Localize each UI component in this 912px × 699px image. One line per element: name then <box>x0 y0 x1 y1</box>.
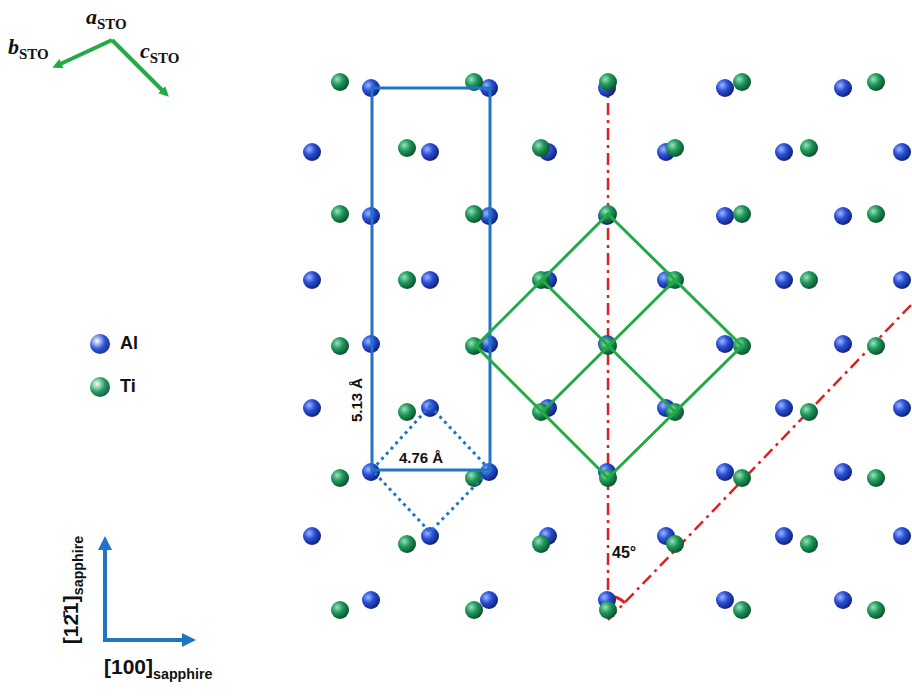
sapphire-primitive-cell <box>372 406 490 532</box>
label-subscript: STO <box>19 46 49 62</box>
al-atom <box>716 463 734 481</box>
legend-text: Ti <box>120 376 136 397</box>
axis-label: cSTO <box>140 40 179 62</box>
legend-swatch <box>90 334 110 354</box>
ti-atom <box>599 73 617 91</box>
ti-atom <box>398 139 416 157</box>
ti-atom <box>331 205 349 223</box>
ti-atom <box>532 535 550 553</box>
ti-atom <box>867 469 885 487</box>
dimension-label: 5.13 Å <box>348 376 365 424</box>
legend-swatch <box>90 377 110 397</box>
ti-atom <box>666 139 684 157</box>
ti-atom <box>867 337 885 355</box>
atom-lattice <box>303 73 911 619</box>
ti-atom <box>666 535 684 553</box>
al-atom <box>775 527 793 545</box>
ti-atom <box>331 601 349 619</box>
ti-atom <box>800 271 818 289</box>
legend-text: Al <box>120 333 138 354</box>
ti-atom <box>331 469 349 487</box>
ti-atom <box>733 469 751 487</box>
reference-lines <box>608 78 912 620</box>
sto-cells <box>476 214 742 478</box>
direction-label: [12̄1]sapphire <box>60 536 81 645</box>
label-text: a <box>86 4 97 29</box>
ti-atom <box>867 205 885 223</box>
ti-atom <box>331 73 349 91</box>
al-atom <box>893 527 911 545</box>
axis-label: bSTO <box>8 36 49 58</box>
al-atom <box>716 335 734 353</box>
al-atom <box>716 591 734 609</box>
label-text: 45° <box>612 544 636 561</box>
al-atom <box>834 207 852 225</box>
ti-atom <box>331 337 349 355</box>
ti-atom <box>867 601 885 619</box>
label-text: b <box>8 34 19 59</box>
sapphire-cell <box>372 88 490 470</box>
ti-atom <box>733 205 751 223</box>
al-atom <box>893 271 911 289</box>
ti-atom <box>465 601 483 619</box>
label-text: 4.76 Å <box>399 449 443 466</box>
ti-atom <box>800 139 818 157</box>
al-atom <box>362 591 380 609</box>
direction-label: [100]sapphire <box>104 656 213 677</box>
al-atom <box>834 591 852 609</box>
al-atom <box>834 463 852 481</box>
sapphire-axes <box>103 542 190 640</box>
label-subscript: STO <box>150 50 180 66</box>
al-atom <box>716 79 734 97</box>
ti-atom <box>867 73 885 91</box>
al-atom <box>893 143 911 161</box>
al-atom <box>480 591 498 609</box>
al-atom <box>303 143 321 161</box>
ti-atom <box>398 535 416 553</box>
label-subscript: STO <box>97 16 127 32</box>
ti-atom <box>733 73 751 91</box>
dimension-label: 4.76 Å <box>397 449 445 466</box>
al-atom <box>775 143 793 161</box>
al-atom <box>893 399 911 417</box>
al-atom <box>303 527 321 545</box>
al-atom <box>834 79 852 97</box>
axis-label: aSTO <box>86 6 127 28</box>
angle-label: 45° <box>612 545 636 561</box>
al-atom <box>775 271 793 289</box>
label-text: [12̄1] <box>59 595 82 644</box>
ti-atom <box>398 403 416 421</box>
al-atom <box>716 207 734 225</box>
al-atom <box>421 143 439 161</box>
legend-entry: Al <box>90 333 138 354</box>
legend-entry: Ti <box>90 376 136 397</box>
ti-atom <box>733 601 751 619</box>
al-atom <box>303 271 321 289</box>
label-text: 5.13 Å <box>348 378 365 422</box>
al-atom <box>421 527 439 545</box>
al-atom <box>421 271 439 289</box>
label-text: c <box>140 38 150 63</box>
ti-atom <box>465 205 483 223</box>
al-atom <box>775 399 793 417</box>
ti-atom <box>800 535 818 553</box>
ti-atom <box>599 601 617 619</box>
label-text: [100] <box>104 655 153 678</box>
al-atom <box>303 399 321 417</box>
ti-atom <box>532 139 550 157</box>
label-subscript: sapphire <box>69 536 85 595</box>
al-atom <box>834 335 852 353</box>
label-subscript: sapphire <box>153 666 212 682</box>
ti-atom <box>398 271 416 289</box>
ti-atom <box>800 403 818 421</box>
